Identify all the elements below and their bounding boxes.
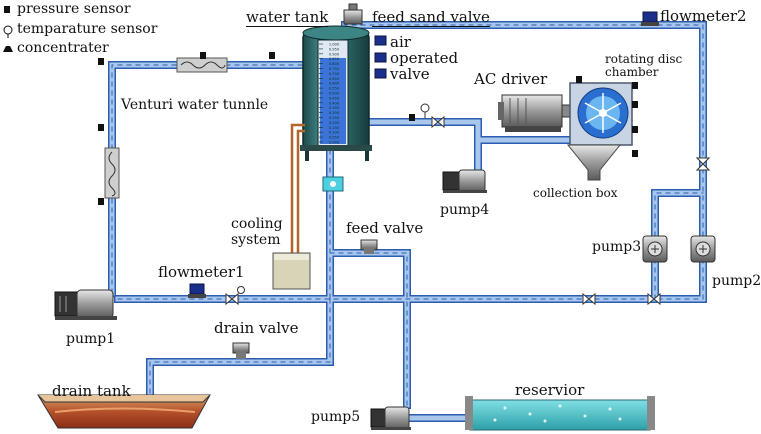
label-pump1: pump1 (66, 331, 116, 347)
reservoir (465, 396, 655, 431)
label-pump5: pump5 (311, 409, 361, 425)
ac-driver (498, 94, 571, 132)
flowmeter-1 (188, 283, 206, 298)
label-rotating-disc-2: chamber (605, 65, 659, 79)
label-feed-sand-valve: feed sand valve (372, 8, 490, 27)
label-venturi: Venturi water tunnle (121, 97, 269, 113)
venturi-sections (104, 57, 228, 199)
label-air-valve-3: valve (390, 65, 430, 83)
tank-scale-label: 0.050 (329, 136, 340, 140)
tank-scale-label: 0.950 (329, 47, 340, 51)
feed-valve (360, 239, 378, 254)
label-water-tank: water tank (246, 8, 329, 27)
tank-scale-label: 0.150 (329, 126, 340, 130)
drain-valve (232, 342, 250, 359)
label-rotating-disc-1: rotating disc (605, 52, 683, 66)
flowmeter-2 (641, 11, 659, 26)
tank-scale-label: 0.250 (329, 116, 340, 120)
cooling-system (272, 123, 311, 290)
label-flowmeter1: flowmeter1 (158, 263, 245, 281)
tank-scale-label: 0.200 (329, 121, 340, 125)
legend-temperature-sensor: temparature sensor (17, 21, 158, 37)
legend-concentrater: concentrater (17, 40, 109, 56)
label-air-valve-1: air (390, 33, 411, 51)
label-cooling-1: cooling (231, 216, 283, 232)
temperature-sensor-box (322, 176, 344, 192)
tank-scale-label: 0.600 (329, 82, 340, 86)
label-flowmeter2: flowmeter2 (660, 7, 747, 25)
tank-scale-label: 0.700 (329, 72, 340, 76)
label-drain-valve: drain valve (214, 319, 299, 337)
legend-pressure-sensor: pressure sensor (17, 1, 131, 17)
tank-scale-label: 0.550 (329, 87, 340, 91)
tank-scale-label: 0.800 (329, 62, 340, 66)
rotating-disc-chamber (569, 82, 633, 146)
pump-3 (642, 235, 668, 263)
pipe-network (108, 21, 707, 422)
temperature-sensor-main (237, 286, 245, 294)
label-pump2: pump2 (712, 273, 761, 289)
drain-tank (37, 394, 211, 429)
tank-scale-label: 1.000 (329, 43, 340, 47)
label-cooling-2: system (231, 232, 281, 248)
tank-scale-label: 0.850 (329, 57, 340, 61)
tank-scale-label: 0.300 (329, 111, 340, 115)
tank-scale: 1.0000.9500.9000.8500.8000.7500.7000.650… (319, 43, 340, 145)
pump-4 (442, 169, 487, 193)
collection-box (566, 144, 622, 181)
pressure-sensors (98, 52, 638, 205)
temperature-sensor (420, 103, 430, 118)
label-air-valve-2: operated (390, 49, 459, 67)
tank-scale-label: 0.450 (329, 96, 340, 100)
pump-5 (370, 406, 411, 430)
tank-scale-label: 0.750 (329, 67, 340, 71)
label-ac-driver: AC driver (474, 70, 548, 88)
tank-scale-label: 0.650 (329, 77, 340, 81)
tank-scale-label: 0.000 (329, 141, 340, 145)
label-pump4: pump4 (440, 202, 490, 218)
tank-scale-label: 0.100 (329, 131, 340, 135)
pump-2 (690, 235, 716, 263)
tank-scale-label: 0.350 (329, 106, 340, 110)
label-reservior: reservior (515, 381, 585, 399)
label-pump3: pump3 (592, 239, 642, 255)
label-feed-valve: feed valve (346, 219, 424, 237)
air-operated-valves (374, 35, 387, 79)
legend-icons (3, 6, 13, 52)
label-collection-box: collection box (533, 186, 618, 200)
tank-scale-label: 0.500 (329, 92, 340, 96)
label-drain-tank: drain tank (52, 382, 131, 400)
pump-1 (54, 289, 117, 320)
inline-valves (225, 115, 711, 306)
water-tank (300, 3, 372, 161)
tank-scale-label: 0.900 (329, 52, 340, 56)
tank-scale-label: 0.400 (329, 101, 340, 105)
